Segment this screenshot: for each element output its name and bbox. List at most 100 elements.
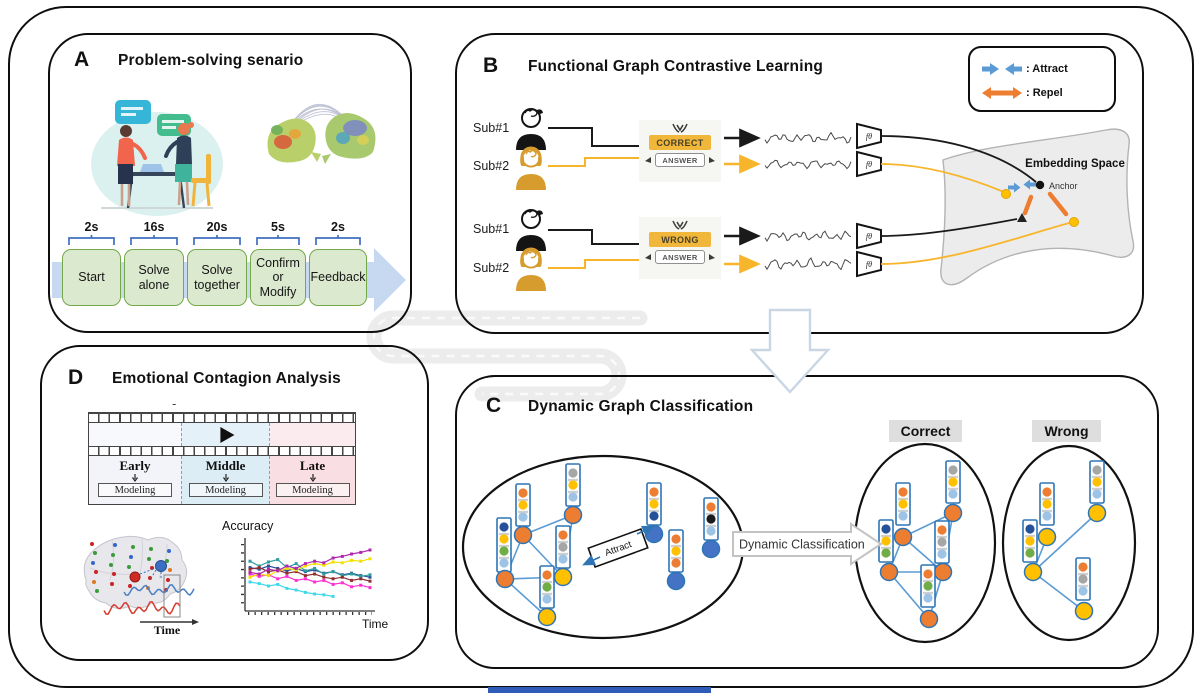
duration-bracket <box>315 235 361 245</box>
correct-ellipse <box>853 442 997 644</box>
graph-pool-ellipse: Attract <box>461 454 745 640</box>
film-band-early <box>89 423 181 446</box>
strip-dash: - <box>172 396 177 411</box>
attract-arrows-icon <box>982 63 1022 75</box>
stage-name: Early <box>119 458 151 473</box>
legend-attract-row: : Attract <box>982 57 1114 81</box>
duration-bracket <box>130 235 178 245</box>
stage-early: Early Modeling <box>89 456 181 504</box>
sub1-label-wrong: Sub#1 <box>473 222 510 236</box>
duration-label: 2s <box>84 220 99 234</box>
panel-a-letter: A <box>74 48 90 71</box>
crown-icon <box>672 220 688 230</box>
female-subject-icon <box>512 146 550 192</box>
wrong-banner: WRONG <box>649 232 711 247</box>
encoder-label: fθ <box>866 132 872 141</box>
encoder-label: fθ <box>866 160 872 169</box>
sub1-label-correct: Sub#1 <box>473 121 510 135</box>
timeline-stage: Feedback <box>309 249 367 306</box>
correct-answer-badge: CORRECT ANSWER <box>639 120 721 182</box>
timeline-stage: Solve alone <box>124 249 184 306</box>
wrong-ellipse <box>1001 444 1137 642</box>
encoder-label: fθ <box>866 232 872 241</box>
brain-time-label: Time <box>154 623 181 637</box>
anchor-label: Anchor <box>1049 181 1078 191</box>
film-stages: Early Modeling Middle Modeling Late Mode… <box>89 456 355 504</box>
dynamic-classification-arrow: Dynamic Classification <box>732 522 883 566</box>
film-strip: Early Modeling Middle Modeling Late Mode… <box>88 412 356 505</box>
female-subject-icon <box>512 247 550 293</box>
panel-b-title: Functional Graph Contrastive Learning <box>528 58 824 75</box>
panel-a-title: Problem-solving senario <box>118 52 304 69</box>
wing-right-icon <box>708 156 715 163</box>
panel-d-letter: D <box>68 366 84 389</box>
encoder-label: fθ <box>866 260 872 269</box>
film-band <box>89 423 355 446</box>
brain-illustration: Time <box>83 535 199 637</box>
sub2-label-correct: Sub#2 <box>473 159 510 173</box>
legend-attract-label: : Attract <box>1026 63 1068 75</box>
modeling-box: Modeling <box>275 483 350 497</box>
play-icon <box>219 426 234 443</box>
wrong-header: Wrong <box>1032 420 1101 442</box>
duration-bracket <box>256 235 300 245</box>
embedding-space-surface <box>940 128 1135 286</box>
panel-c <box>455 375 1159 669</box>
answer-row: ANSWER <box>645 153 715 167</box>
brains-illustration <box>267 104 376 164</box>
panel-d <box>40 345 429 661</box>
stage-name: Late <box>299 458 326 473</box>
time-axis-label: Time <box>362 617 389 631</box>
stage-late: Late Modeling <box>269 456 355 504</box>
timeline-durations: 2s 16s 20s 5s 2s <box>62 220 367 246</box>
stage-name: Middle <box>205 458 246 473</box>
signal-traces <box>764 131 852 271</box>
legend-repel-label: : Repel <box>1026 87 1063 99</box>
film-perforation-row <box>89 446 355 456</box>
legend-repel-row: : Repel <box>982 81 1114 105</box>
answer-box: ANSWER <box>655 153 705 167</box>
answer-row: ANSWER <box>645 250 715 264</box>
timeline-stage: Solve together <box>187 249 247 306</box>
film-band-late <box>269 423 355 446</box>
down-arrow-icon <box>132 474 138 483</box>
repel-arrow-icon <box>982 87 1022 99</box>
correct-banner: CORRECT <box>649 135 711 150</box>
film-perforation-row <box>89 413 355 423</box>
embedding-space-label: Embedding Space <box>1025 158 1125 170</box>
duration-item: 5s <box>250 220 306 246</box>
panel-b-letter: B <box>483 54 499 77</box>
negative-point <box>1069 217 1079 227</box>
stage-middle: Middle Modeling <box>181 456 269 504</box>
modeling-box: Modeling <box>98 483 172 497</box>
duration-bracket <box>193 235 241 245</box>
negative-triangle <box>1017 213 1027 222</box>
panel-c-title: Dynamic Graph Classification <box>528 398 754 415</box>
correct-header: Correct <box>889 420 962 442</box>
people-illustration <box>91 100 223 216</box>
contrastive-legend: : Attract : Repel <box>968 46 1116 112</box>
crown-icon <box>672 123 688 133</box>
sub2-label-wrong: Sub#2 <box>473 261 510 275</box>
accuracy-chart: Accuracy Time <box>222 519 389 631</box>
duration-label: 20s <box>206 220 228 234</box>
panel-d-title: Emotional Contagion Analysis <box>112 370 341 387</box>
timeline-stage: Confirm or Modify <box>250 249 306 306</box>
duration-label: 16s <box>143 220 165 234</box>
panel-c-letter: C <box>486 394 502 417</box>
timeline-stages: Start Solve alone Solve together Confirm… <box>62 249 367 306</box>
wing-left-icon <box>645 156 652 163</box>
contrastive-diagram: fθ fθ fθ fθ Embedding Space Anchor <box>548 122 1135 286</box>
panel-a <box>48 33 412 333</box>
duration-item: 2s <box>62 220 121 246</box>
down-arrow-icon <box>222 474 229 483</box>
wing-left-icon <box>645 253 652 260</box>
wing-right-icon <box>708 253 715 260</box>
flow-down-arrow <box>749 308 831 394</box>
down-arrow-icon <box>309 474 316 483</box>
duration-bracket <box>68 235 115 245</box>
dynamic-classification-label: Dynamic Classification <box>739 538 865 552</box>
accuracy-axis-label: Accuracy <box>222 519 274 533</box>
modeling-box: Modeling <box>188 483 263 497</box>
